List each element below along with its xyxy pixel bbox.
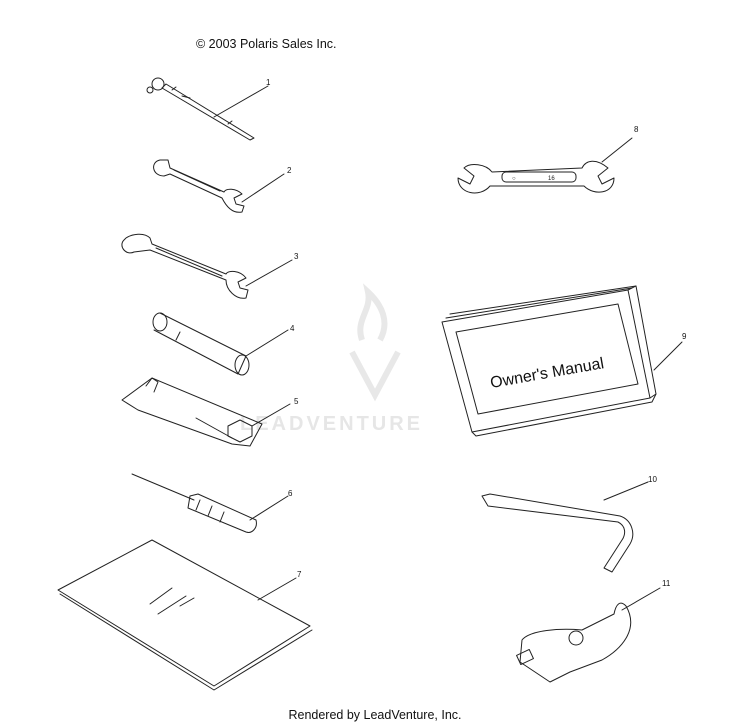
callout-4: 4 <box>290 324 295 333</box>
callout-9: 9 <box>682 332 687 341</box>
footer-text: Rendered by LeadVenture, Inc. <box>288 708 462 722</box>
part-3-wrench <box>121 233 293 299</box>
svg-text:16: 16 <box>548 176 555 182</box>
part-2-wrench <box>153 159 285 213</box>
manual-cover-text: Owner's Manual <box>489 355 605 392</box>
callout-6: 6 <box>288 489 293 498</box>
watermark-text: LEADVENTURE <box>240 413 424 435</box>
callout-2: 2 <box>287 166 292 175</box>
part-8-wrench: ○ 16 <box>457 137 633 194</box>
copyright-text: © 2003 Polaris Sales Inc. <box>196 37 337 51</box>
part-4-socket <box>152 312 289 376</box>
part-9-manual <box>441 285 683 437</box>
part-11-bracket <box>516 587 661 683</box>
callout-3: 3 <box>294 252 299 261</box>
callout-10: 10 <box>648 475 657 484</box>
callout-1: 1 <box>266 78 271 87</box>
svg-text:○: ○ <box>512 176 516 182</box>
part-1-tool <box>146 77 269 141</box>
callout-7: 7 <box>297 570 302 579</box>
callout-8: 8 <box>634 125 639 134</box>
part-5-plug-tool <box>121 377 291 447</box>
part-10-hex-key <box>481 481 649 573</box>
callout-11: 11 <box>662 579 671 588</box>
part-7-sleeve <box>57 539 313 691</box>
part-6-screwdriver <box>131 473 289 533</box>
callout-5: 5 <box>294 397 299 406</box>
